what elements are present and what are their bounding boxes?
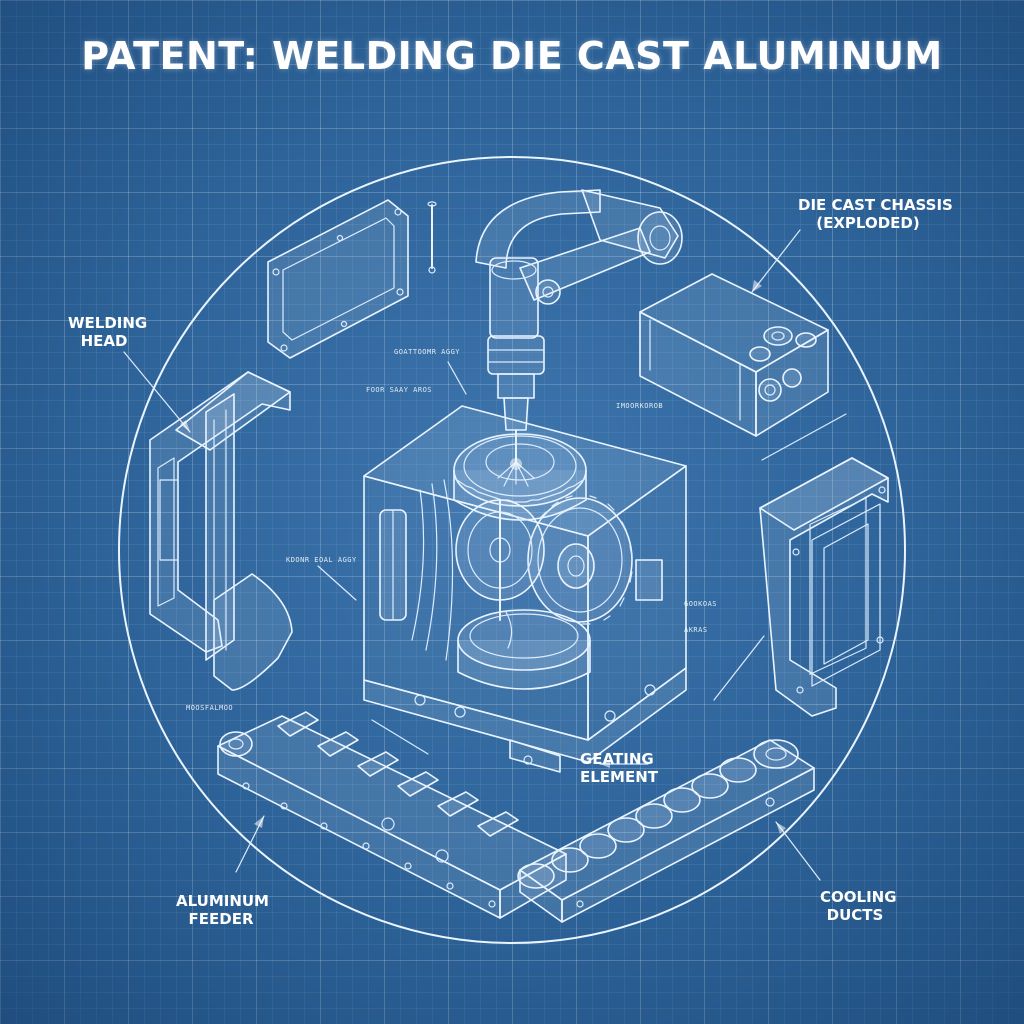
small-label: GOATTOOMR AGGY [394, 348, 461, 356]
gear-side [527, 495, 633, 625]
welding-arm [475, 189, 683, 487]
aluminum-feeder-rail [217, 711, 567, 919]
pin-part [427, 201, 437, 274]
callout-cooling-ducts: COOLING DUCTS [820, 888, 897, 924]
internal-pipes [379, 479, 663, 661]
small-label: KDONR EOAL AGGY [286, 556, 357, 564]
small-label: IMOORKOROB [616, 402, 664, 410]
callout-die-cast-chassis: DIE CAST CHASSIS (EXPLODED) [798, 196, 953, 232]
small-label: FOOR SAAY AROS [366, 386, 433, 394]
central-housing [363, 405, 687, 773]
callout-gating-element: GEATING ELEMENT [580, 750, 659, 786]
frame-circle [118, 156, 906, 944]
die-cast-chassis-part [639, 273, 829, 437]
feeder-rollers [277, 711, 519, 863]
left-chassis-bracket [149, 371, 293, 691]
gear-small [455, 499, 545, 621]
small-label: MOOSFALMOO [186, 704, 234, 712]
leader-lines [123, 229, 847, 881]
page-title: PATENT: WELDING DIE CAST ALUMINUM [81, 34, 943, 78]
chassis-frame-panel [267, 199, 409, 359]
callout-welding-head: WELDING HEAD [68, 314, 148, 350]
weld-spark [497, 458, 535, 487]
crucible-ring [457, 609, 591, 690]
small-label: AKRAS [684, 626, 708, 634]
right-chassis-bracket [759, 457, 889, 717]
small-label: GOOKOAS [684, 600, 718, 608]
callout-aluminum-feeder: ALUMINUM FEEDER [176, 892, 269, 928]
cooling-duct-bar [517, 739, 815, 923]
